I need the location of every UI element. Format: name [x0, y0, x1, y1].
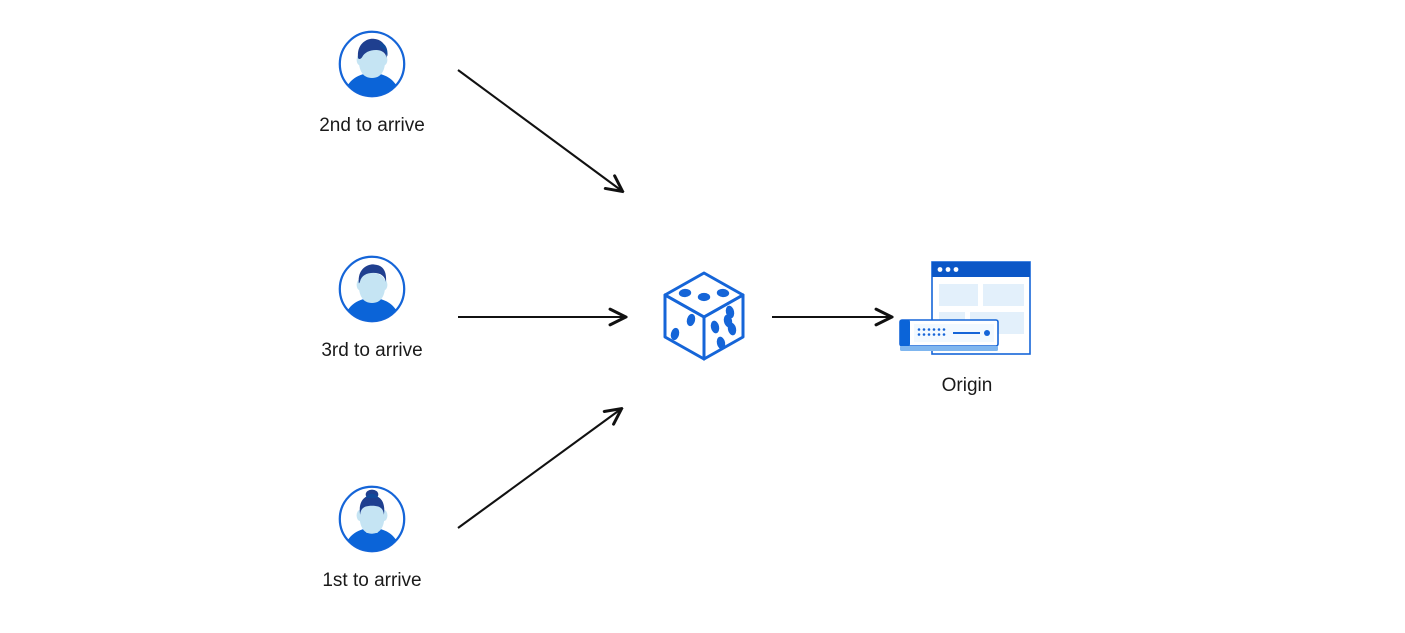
client-node-second[interactable]: 2nd to arrive: [319, 29, 425, 136]
client-node-first[interactable]: 1st to arrive: [322, 484, 422, 591]
user-avatar-icon: [338, 30, 406, 98]
user-avatar-icon: [338, 485, 406, 553]
origin-server-icon: [899, 261, 1031, 355]
client-node-third[interactable]: 3rd to arrive: [321, 254, 423, 361]
dice-icon: [663, 271, 745, 361]
user-avatar-icon: [338, 255, 406, 323]
randomizer-node[interactable]: [658, 268, 750, 369]
client-label-second: 2nd to arrive: [319, 115, 425, 136]
client-label-third: 3rd to arrive: [321, 340, 423, 361]
client-label-first: 1st to arrive: [322, 570, 422, 591]
origin-label: Origin: [941, 375, 993, 396]
edge-first-to-dice: [457, 409, 621, 529]
server-device-icon: [899, 319, 999, 351]
edge-second-to-dice: [457, 69, 622, 191]
origin-node[interactable]: Origin: [898, 258, 1038, 396]
